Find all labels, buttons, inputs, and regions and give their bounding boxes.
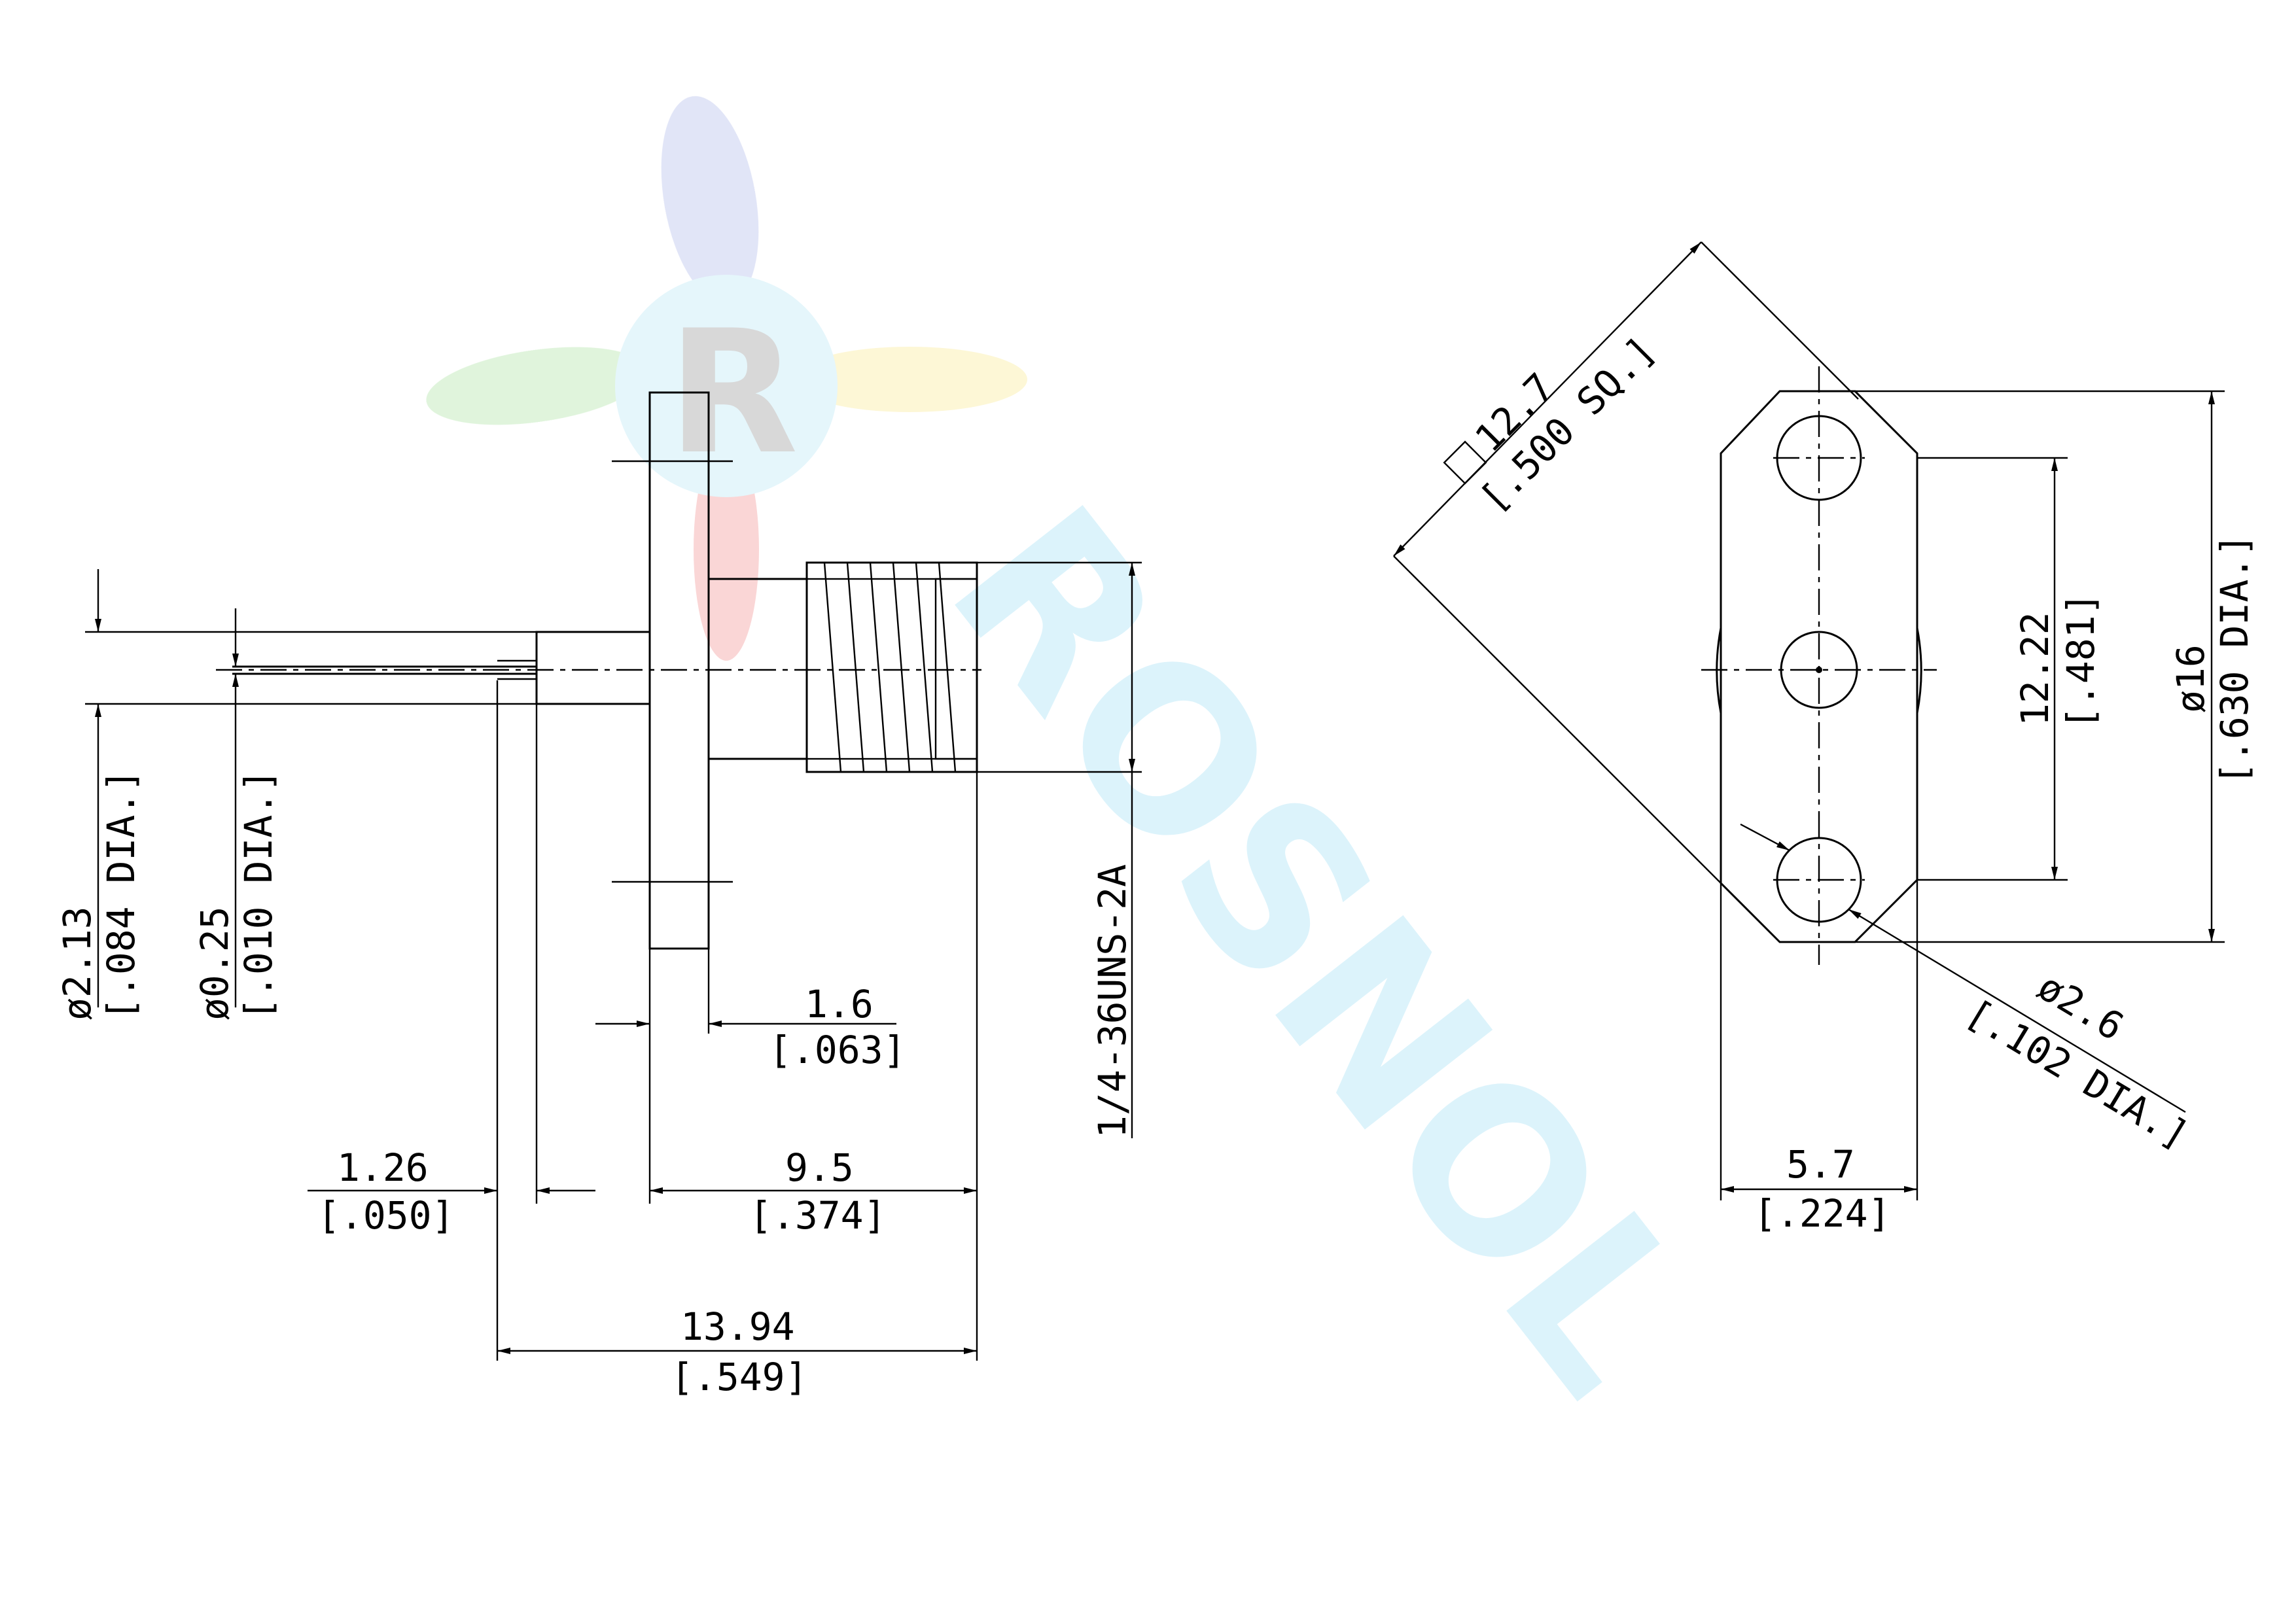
flange-thickness-in: [.063] [769, 1028, 906, 1072]
body-length-mm: 9.5 [785, 1145, 854, 1190]
width-in: [.224] [1754, 1191, 1891, 1236]
watermark-logo: R [426, 96, 1027, 661]
flange-thickness-mm: 1.6 [805, 982, 874, 1026]
front-dimensions [1393, 241, 2225, 1200]
pin-dia-in: [.084 DIA.] [99, 769, 143, 1021]
pin-length-mm: 1.26 [337, 1145, 429, 1190]
side-view [216, 391, 981, 950]
pin-length-in: [.050] [317, 1193, 455, 1238]
body-length-in: [.374] [749, 1193, 887, 1238]
hole-spacing-mm: 12.22 [2013, 612, 2057, 726]
hole-spacing-in: [.481] [2058, 592, 2103, 729]
thread-pattern [823, 562, 957, 773]
tip-dia-mm: ø0.25 [192, 906, 237, 1021]
flange-dia-mm: ø16 [2168, 644, 2213, 713]
total-length-mm: 13.94 [680, 1304, 795, 1349]
front-view [1701, 366, 1937, 965]
thread-spec: 1/4-36UNS-2A [1090, 864, 1135, 1138]
tip-dia-in: [.010 DIA.] [236, 769, 281, 1021]
flange-dia-in: [.630 DIA.] [2212, 534, 2257, 785]
side-dimensions [85, 561, 1142, 1361]
pin-dia-mm: ø2.13 [55, 906, 99, 1021]
watermark-text: ROSNOL [900, 462, 1743, 1439]
square-dim-group: 12.7 [.500 SQ.] [1443, 328, 1664, 521]
rear-pin [535, 631, 651, 705]
width-mm: 5.7 [1786, 1142, 1855, 1187]
total-length-in: [.549] [671, 1355, 808, 1399]
